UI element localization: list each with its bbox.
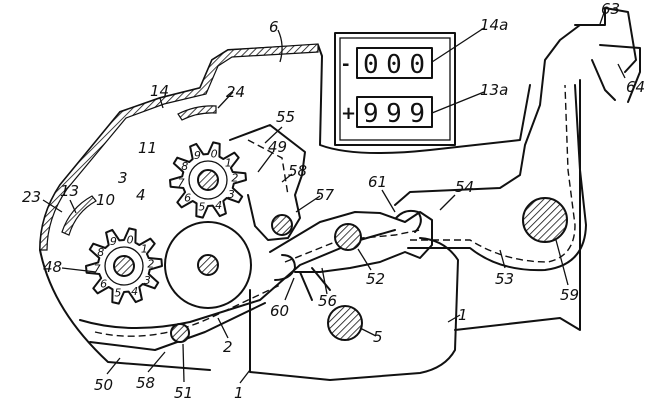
label-51: 51 bbox=[174, 384, 193, 402]
housing-wall bbox=[39, 43, 531, 371]
label-3: 3 bbox=[118, 169, 128, 187]
gear-tooth-digit: 0 bbox=[127, 234, 134, 247]
reference-labels: 6 14a 13a 14 24 13 23 3 10 11 4 55 49 58… bbox=[22, 0, 645, 402]
leader-lines bbox=[42, 9, 626, 384]
label-10: 10 bbox=[96, 191, 115, 209]
gear-tooth-digit: 8 bbox=[97, 246, 104, 259]
label-60: 60 bbox=[270, 302, 289, 320]
label-52: 52 bbox=[366, 270, 385, 288]
arm-63 bbox=[574, 7, 641, 103]
label-11: 11 bbox=[138, 139, 157, 157]
gear-tooth-digit: 7 bbox=[94, 262, 101, 275]
gear-tooth-digit: 8 bbox=[181, 160, 188, 173]
intermediate-gear-4 bbox=[164, 221, 252, 309]
label-2: 2 bbox=[223, 338, 233, 356]
label-58-upper: 58 bbox=[288, 162, 307, 180]
label-13a: 13a bbox=[480, 81, 508, 99]
label-61: 61 bbox=[368, 173, 387, 191]
label-49: 49 bbox=[268, 138, 287, 156]
gear-tooth-digit: 0 bbox=[211, 148, 218, 161]
label-14a: 14a bbox=[480, 16, 508, 34]
pin-51 bbox=[170, 323, 190, 343]
gear-tooth-digit: 2 bbox=[147, 258, 154, 271]
label-63: 63 bbox=[601, 0, 620, 18]
label-4: 4 bbox=[136, 186, 146, 204]
label-6: 6 bbox=[269, 18, 279, 36]
lever-53 bbox=[394, 24, 587, 272]
shaft-5 bbox=[327, 305, 363, 341]
gear-tooth-digit: 9 bbox=[194, 149, 201, 162]
gear-tooth-digit: 1 bbox=[225, 156, 232, 169]
label-59: 59 bbox=[560, 286, 579, 304]
label-13: 13 bbox=[60, 182, 79, 200]
wheel-housing-23 bbox=[61, 195, 97, 236]
label-14: 14 bbox=[150, 82, 169, 100]
counter-lower-sign: + bbox=[341, 103, 356, 124]
label-5: 5 bbox=[373, 328, 383, 346]
gear-tooth-digit: 6 bbox=[184, 192, 191, 205]
label-1-right: 1 bbox=[458, 306, 468, 324]
gear-tooth-digit: 5 bbox=[114, 286, 121, 299]
label-23: 23 bbox=[22, 188, 41, 206]
pin-52 bbox=[334, 223, 362, 251]
gear-tooth-digit: 1 bbox=[141, 242, 148, 255]
gear-tooth-digit: 6 bbox=[100, 278, 107, 291]
label-53: 53 bbox=[495, 270, 514, 288]
gear-tooth-digit: 3 bbox=[228, 188, 235, 201]
label-58-lower: 58 bbox=[136, 374, 155, 392]
label-57: 57 bbox=[315, 186, 335, 204]
frame-plate bbox=[249, 79, 581, 381]
gear-tooth-digit: 9 bbox=[110, 235, 117, 248]
label-24: 24 bbox=[226, 83, 245, 101]
gear-tooth-digit: 4 bbox=[131, 285, 138, 298]
link-52 bbox=[269, 209, 433, 301]
counter-window: - 000 + 999 bbox=[334, 32, 456, 146]
pin-57 bbox=[271, 214, 293, 236]
gear-tooth-digit: 4 bbox=[215, 199, 222, 212]
pivot-pin-59 bbox=[522, 197, 568, 243]
gear-tooth-digit: 3 bbox=[144, 274, 151, 287]
gear-tooth-digit: 5 bbox=[198, 200, 205, 213]
label-1-bottom: 1 bbox=[234, 384, 244, 402]
gear-tooth-digit: 2 bbox=[231, 172, 238, 185]
counter-upper-sign: - bbox=[342, 54, 349, 75]
label-64: 64 bbox=[626, 78, 645, 96]
counter-upper-digits: 000 bbox=[363, 50, 425, 80]
label-54: 54 bbox=[455, 178, 474, 196]
label-50: 50 bbox=[94, 376, 113, 394]
counter-lower-digits: 999 bbox=[363, 99, 425, 129]
wheel-housing-24 bbox=[177, 105, 217, 121]
label-55: 55 bbox=[276, 108, 295, 126]
label-48: 48 bbox=[43, 258, 62, 276]
lever-55 bbox=[229, 124, 306, 241]
label-56: 56 bbox=[318, 292, 337, 310]
gear-tooth-digit: 7 bbox=[178, 176, 185, 189]
